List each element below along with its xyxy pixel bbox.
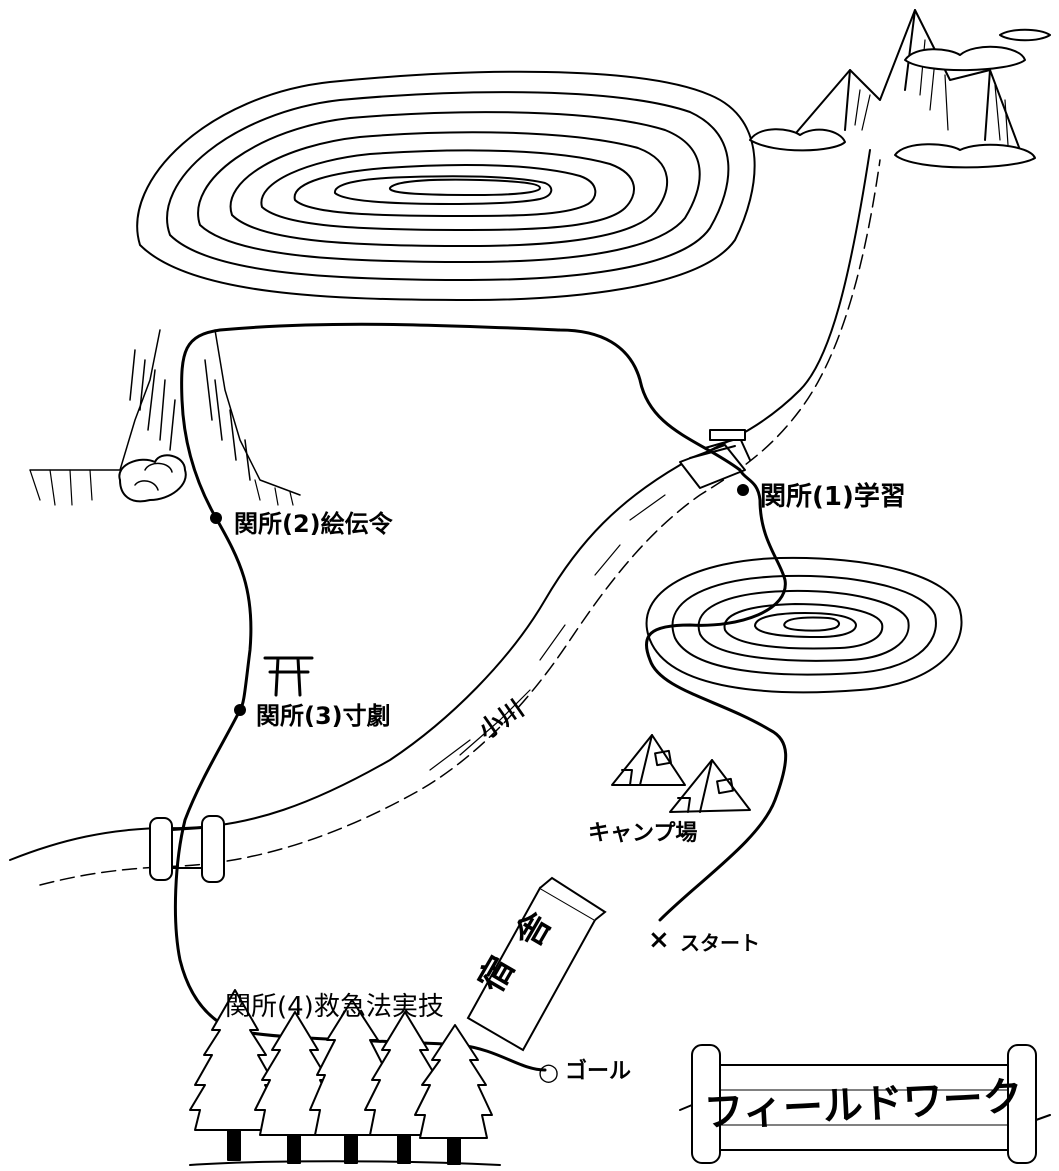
stream-label: 小川 — [473, 694, 528, 744]
cliff-icon — [29, 329, 301, 506]
trail-route — [173, 322, 788, 1072]
goal-marker: ○ — [538, 1058, 559, 1086]
stream — [9, 149, 881, 886]
checkpoint2-label: 関所(2)絵伝令 — [234, 510, 394, 538]
forest-trees-icon — [189, 989, 501, 1166]
tents-icon — [611, 734, 751, 813]
checkpoint4-label: 関所(4)救急法実技 — [225, 992, 444, 1022]
checkpoint1-dot — [737, 484, 749, 496]
small-hill-contours — [645, 556, 963, 694]
goal-label: ゴール — [565, 1058, 631, 1084]
checkpoint3-dot — [234, 704, 246, 716]
bridge-lower — [149, 815, 225, 883]
camp-label: キャンプ場 — [588, 821, 697, 846]
checkpoint1-label: 関所(1)学習 — [760, 481, 906, 512]
checkpoint3-label: 関所(3)寸劇 — [256, 702, 391, 730]
shrine-gate-icon — [263, 656, 314, 697]
mountains-icon — [749, 9, 1051, 169]
bridge-upper — [679, 429, 751, 489]
large-hill-contours — [136, 70, 756, 301]
start-label: スタート — [680, 931, 760, 955]
checkpoint2-dot — [210, 512, 222, 524]
start-marker: × — [648, 925, 670, 955]
lodge-building — [466, 876, 607, 1052]
signboard — [679, 1044, 1051, 1164]
